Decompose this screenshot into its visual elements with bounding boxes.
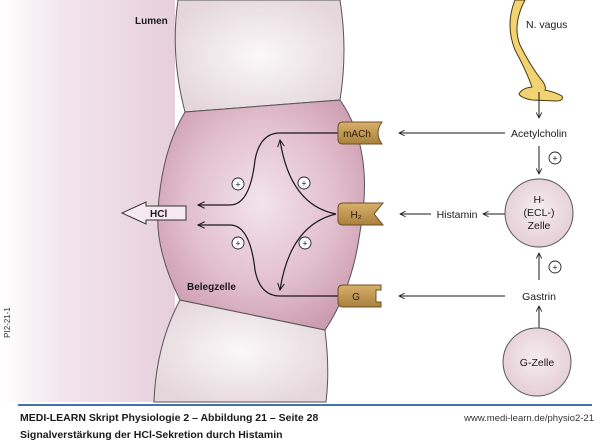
parietal-cell-label: Belegzelle [187, 282, 236, 293]
gastrin-label: Gastrin [522, 291, 556, 303]
svg-text:+: + [235, 180, 240, 190]
pathway-h2-to-g [280, 213, 337, 290]
plus-sign: + [231, 177, 245, 191]
lumen-area [0, 0, 175, 402]
intracellular-pathways [198, 132, 340, 297]
svg-text:HCl: HCl [150, 209, 167, 220]
plus-sign: + [298, 236, 312, 250]
g-cell: G-Zelle [502, 327, 572, 397]
neighbor-cell-upper [174, 0, 345, 113]
receptor-h2: H₂ [337, 202, 385, 226]
receptor-mach: mACh [337, 121, 383, 145]
footer-url[interactable]: www.medi-learn.de/physio2-21 [464, 413, 594, 424]
svg-text:mACh: mACh [343, 129, 371, 140]
footer-title: MEDI-LEARN Skript Physiologie 2 – Abbild… [20, 412, 319, 424]
svg-text:+: + [302, 239, 307, 249]
ecl-cell: H- (ECL-) Zelle [504, 178, 574, 248]
svg-text:G-Zelle: G-Zelle [520, 357, 555, 369]
svg-text:Zelle: Zelle [528, 220, 551, 232]
neighbor-cell-lower [153, 299, 329, 403]
plus-sign: + [548, 151, 562, 165]
vagus-label: N. vagus [526, 19, 567, 31]
svg-text:H-: H- [533, 194, 545, 206]
parietal-cell [157, 99, 365, 331]
svg-text:+: + [235, 239, 240, 249]
pathway-h2-to-mach [280, 140, 337, 215]
plus-sign: + [231, 236, 245, 250]
figure-id: PI2-21-1 [2, 307, 12, 338]
pathway-g [198, 225, 340, 297]
svg-text:+: + [552, 263, 557, 273]
footer-subtitle: Signalverstärkung der HCl-Sekretion durc… [20, 429, 283, 441]
hcl-secretion-arrow: HCl [120, 201, 187, 225]
svg-text:(ECL-): (ECL-) [524, 207, 555, 219]
acetylcholin-label: Acetylcholin [511, 128, 567, 140]
footer-rule [18, 404, 592, 406]
signal-arrows [399, 92, 539, 330]
pathway-mach [198, 132, 340, 205]
histamin-label: Histamin [437, 209, 478, 221]
vagus-nerve [509, 0, 563, 102]
plus-sign: + [548, 260, 562, 274]
svg-text:G: G [352, 292, 360, 303]
svg-text:H₂: H₂ [350, 210, 361, 221]
receptor-gastrin: G [337, 284, 382, 308]
svg-text:+: + [552, 154, 557, 164]
plus-sign: + [297, 176, 311, 190]
svg-text:+: + [301, 179, 306, 189]
lumen-label: Lumen [135, 16, 168, 27]
